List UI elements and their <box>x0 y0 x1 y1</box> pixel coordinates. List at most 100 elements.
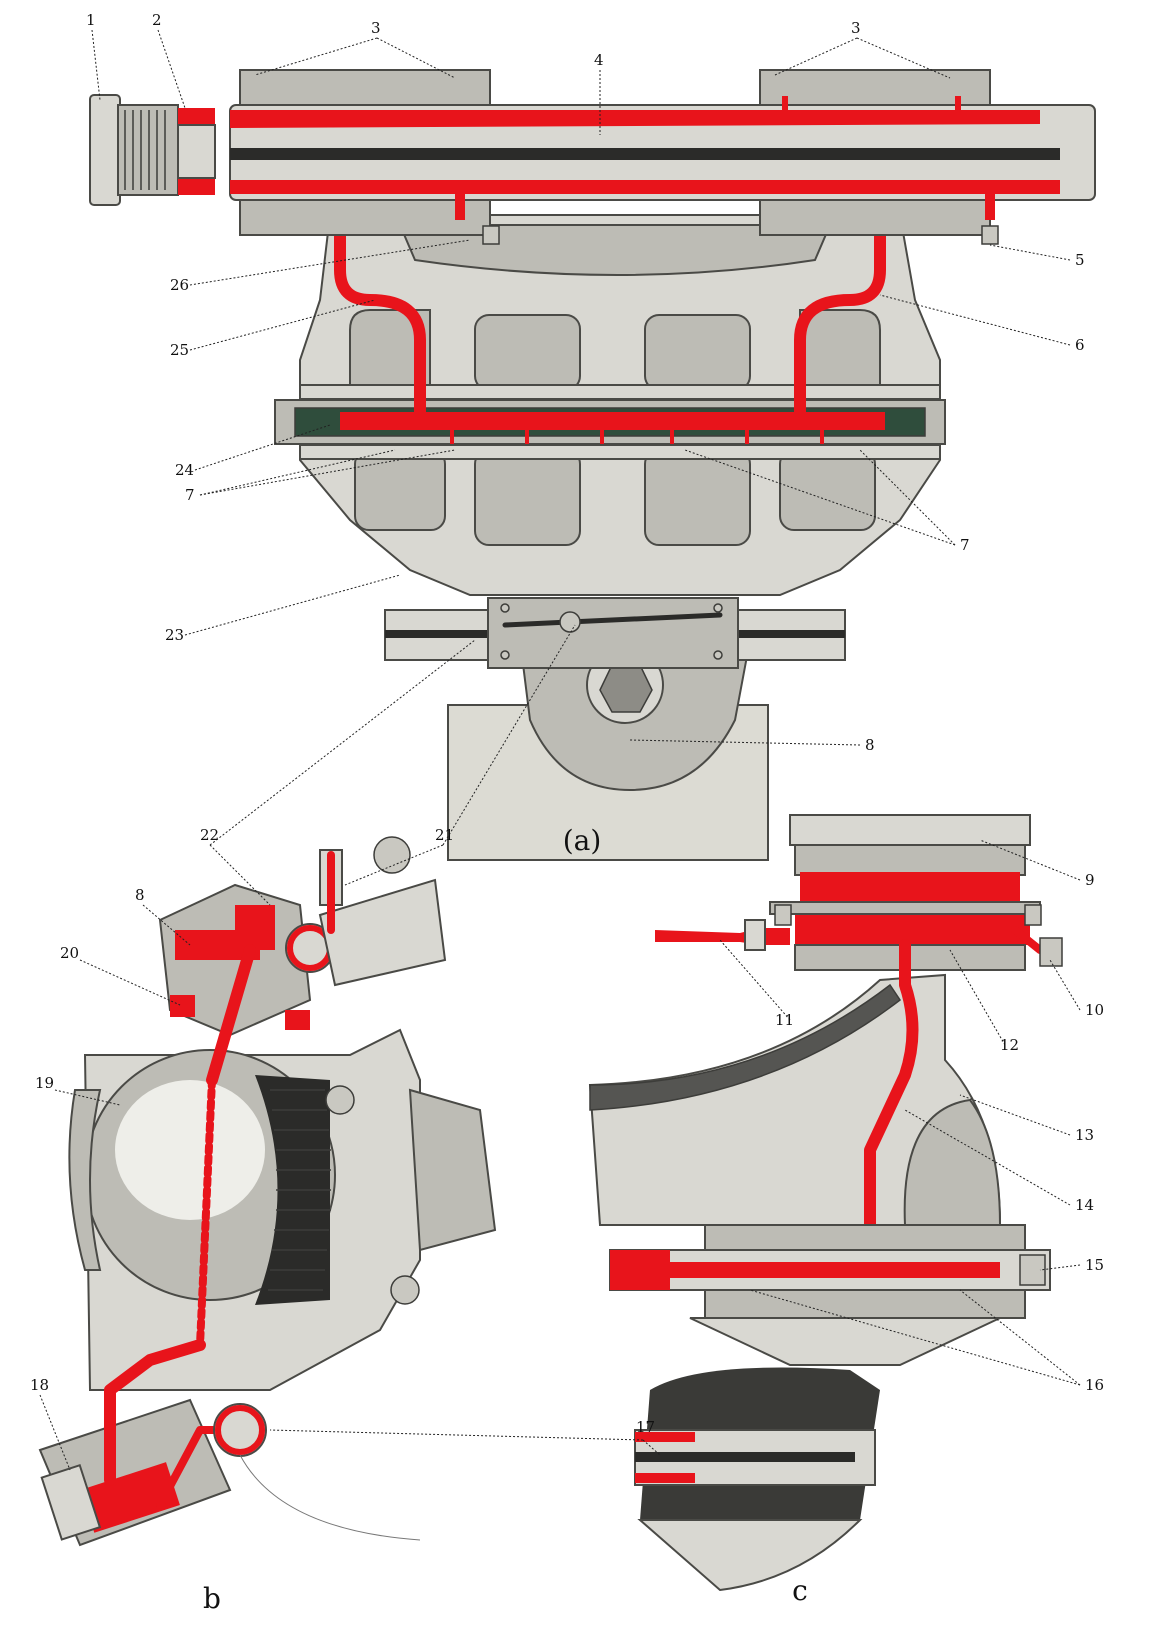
view-label-c: c <box>792 1574 808 1607</box>
leader-lines <box>39 29 1081 1471</box>
callout-19: 19 <box>35 1074 54 1092</box>
oil-plug <box>285 1010 310 1030</box>
main-shaft-center <box>230 148 1060 160</box>
callout-14: 14 <box>1075 1196 1094 1214</box>
callout-3-left: 3 <box>371 19 381 37</box>
plug-15 <box>1019 1254 1046 1286</box>
drip-nipple-5 <box>981 225 999 245</box>
drip-nipple-26 <box>482 225 500 245</box>
bearing-bolt <box>774 904 792 926</box>
callout-6: 6 <box>1075 336 1085 354</box>
shaft-cover-plate <box>487 597 739 669</box>
callout-15: 15 <box>1085 1256 1104 1274</box>
oil-drip-26 <box>455 190 465 220</box>
callout-22: 22 <box>200 826 219 844</box>
callout-10: 10 <box>1085 1001 1104 1019</box>
callout-8-b: 8 <box>135 886 145 904</box>
pipe-union <box>744 919 766 951</box>
lower-pivot <box>213 1403 267 1457</box>
oil-rod-upper <box>206 944 256 1086</box>
oil-pipe-6 <box>794 204 886 418</box>
left-rim <box>68 1089 102 1271</box>
callout-21: 21 <box>435 826 454 844</box>
splined-hub <box>117 104 179 196</box>
casting-arch <box>903 1098 1002 1226</box>
oil-nipple-10 <box>1039 937 1063 967</box>
main-shaft-oil-top <box>230 110 1040 128</box>
cover-bolt <box>713 650 723 660</box>
bearing-bolt <box>1024 904 1042 926</box>
lower-shaft-oil-end <box>610 1250 670 1290</box>
callout-12: 12 <box>1000 1036 1019 1054</box>
top-bearing-base <box>759 194 991 236</box>
view-label-b: b <box>203 1582 221 1615</box>
callout-4: 4 <box>594 51 604 69</box>
callout-16: 16 <box>1085 1376 1104 1394</box>
view-c: c <box>588 814 1063 1607</box>
lower-pivot-oil <box>215 1405 265 1455</box>
callout-7-right: 7 <box>960 536 970 554</box>
oil-rod-hidden <box>196 1076 216 1349</box>
oil-pipe-25 <box>334 204 426 418</box>
callout-11: 11 <box>775 1011 794 1029</box>
frame-window <box>474 314 581 391</box>
drain-plug-hex <box>599 664 653 713</box>
frame-window <box>644 314 751 391</box>
cover-oil-groove <box>502 612 723 628</box>
lower-casting-tail <box>637 1519 863 1592</box>
callout-2: 2 <box>152 11 162 29</box>
middle-bearing-cap <box>299 384 941 400</box>
callout-18: 18 <box>30 1376 49 1394</box>
oil-pipe-11 <box>655 928 790 945</box>
oil-hole-21 <box>559 611 581 633</box>
bottom-shaft-core <box>635 1452 855 1462</box>
coupling-flange-1 <box>89 94 121 206</box>
top-bearing-base <box>239 194 491 236</box>
bearing-top <box>794 844 1026 876</box>
view-a: (a) <box>89 69 1096 861</box>
lower-bracket <box>689 1317 1001 1366</box>
swing-arc <box>239 1454 421 1541</box>
callout-3-right: 3 <box>851 19 861 37</box>
callout-5: 5 <box>1075 251 1085 269</box>
middle-bearing-cap <box>299 444 941 460</box>
callouts: 1 2 3 3 4 5 6 7 7 8 8 9 10 11 12 13 14 1… <box>30 11 1104 1436</box>
bottom-shaft-oil <box>635 1473 695 1483</box>
callout-13: 13 <box>1075 1126 1094 1144</box>
upper-link <box>318 878 447 987</box>
lower-bearing-cap <box>704 1224 1026 1254</box>
frame-window <box>779 449 876 531</box>
oil-pipe-14 <box>864 939 919 1256</box>
frame-window <box>799 309 881 386</box>
fin-lines <box>268 1089 331 1291</box>
top-bearing-cap <box>239 69 491 111</box>
bearing-oil-upper <box>800 872 1020 902</box>
cover-bolt <box>713 603 723 613</box>
callout-7-left: 7 <box>185 486 195 504</box>
main-shaft-oil-bottom <box>230 180 1060 194</box>
callout-25: 25 <box>170 341 189 359</box>
frame-window <box>644 449 751 546</box>
middle-shaft-oilway <box>340 412 885 430</box>
upper-oil-cup <box>235 905 275 950</box>
frame-window <box>354 449 446 531</box>
bearing-split <box>769 901 1041 915</box>
bearing-oil-lower <box>795 915 1030 945</box>
callout-17: 17 <box>636 1418 655 1436</box>
bearing-cap-9 <box>789 814 1031 846</box>
upper-arch <box>398 224 832 276</box>
lower-shaft-oilway <box>670 1262 1000 1278</box>
oil-plug-20 <box>170 995 195 1017</box>
callout-9: 9 <box>1085 871 1095 889</box>
bottom-shaft-oil <box>635 1432 695 1442</box>
cover-bolt <box>500 650 510 660</box>
frame-window <box>349 309 431 386</box>
oil-drip-5 <box>985 190 995 220</box>
lower-oil-reservoir <box>80 1462 180 1533</box>
view-label-a: (a) <box>563 824 602 857</box>
lower-bearing-base <box>704 1289 1026 1319</box>
oil-feed <box>955 96 961 112</box>
frame-window <box>474 449 581 546</box>
body-bolt <box>325 1085 355 1115</box>
